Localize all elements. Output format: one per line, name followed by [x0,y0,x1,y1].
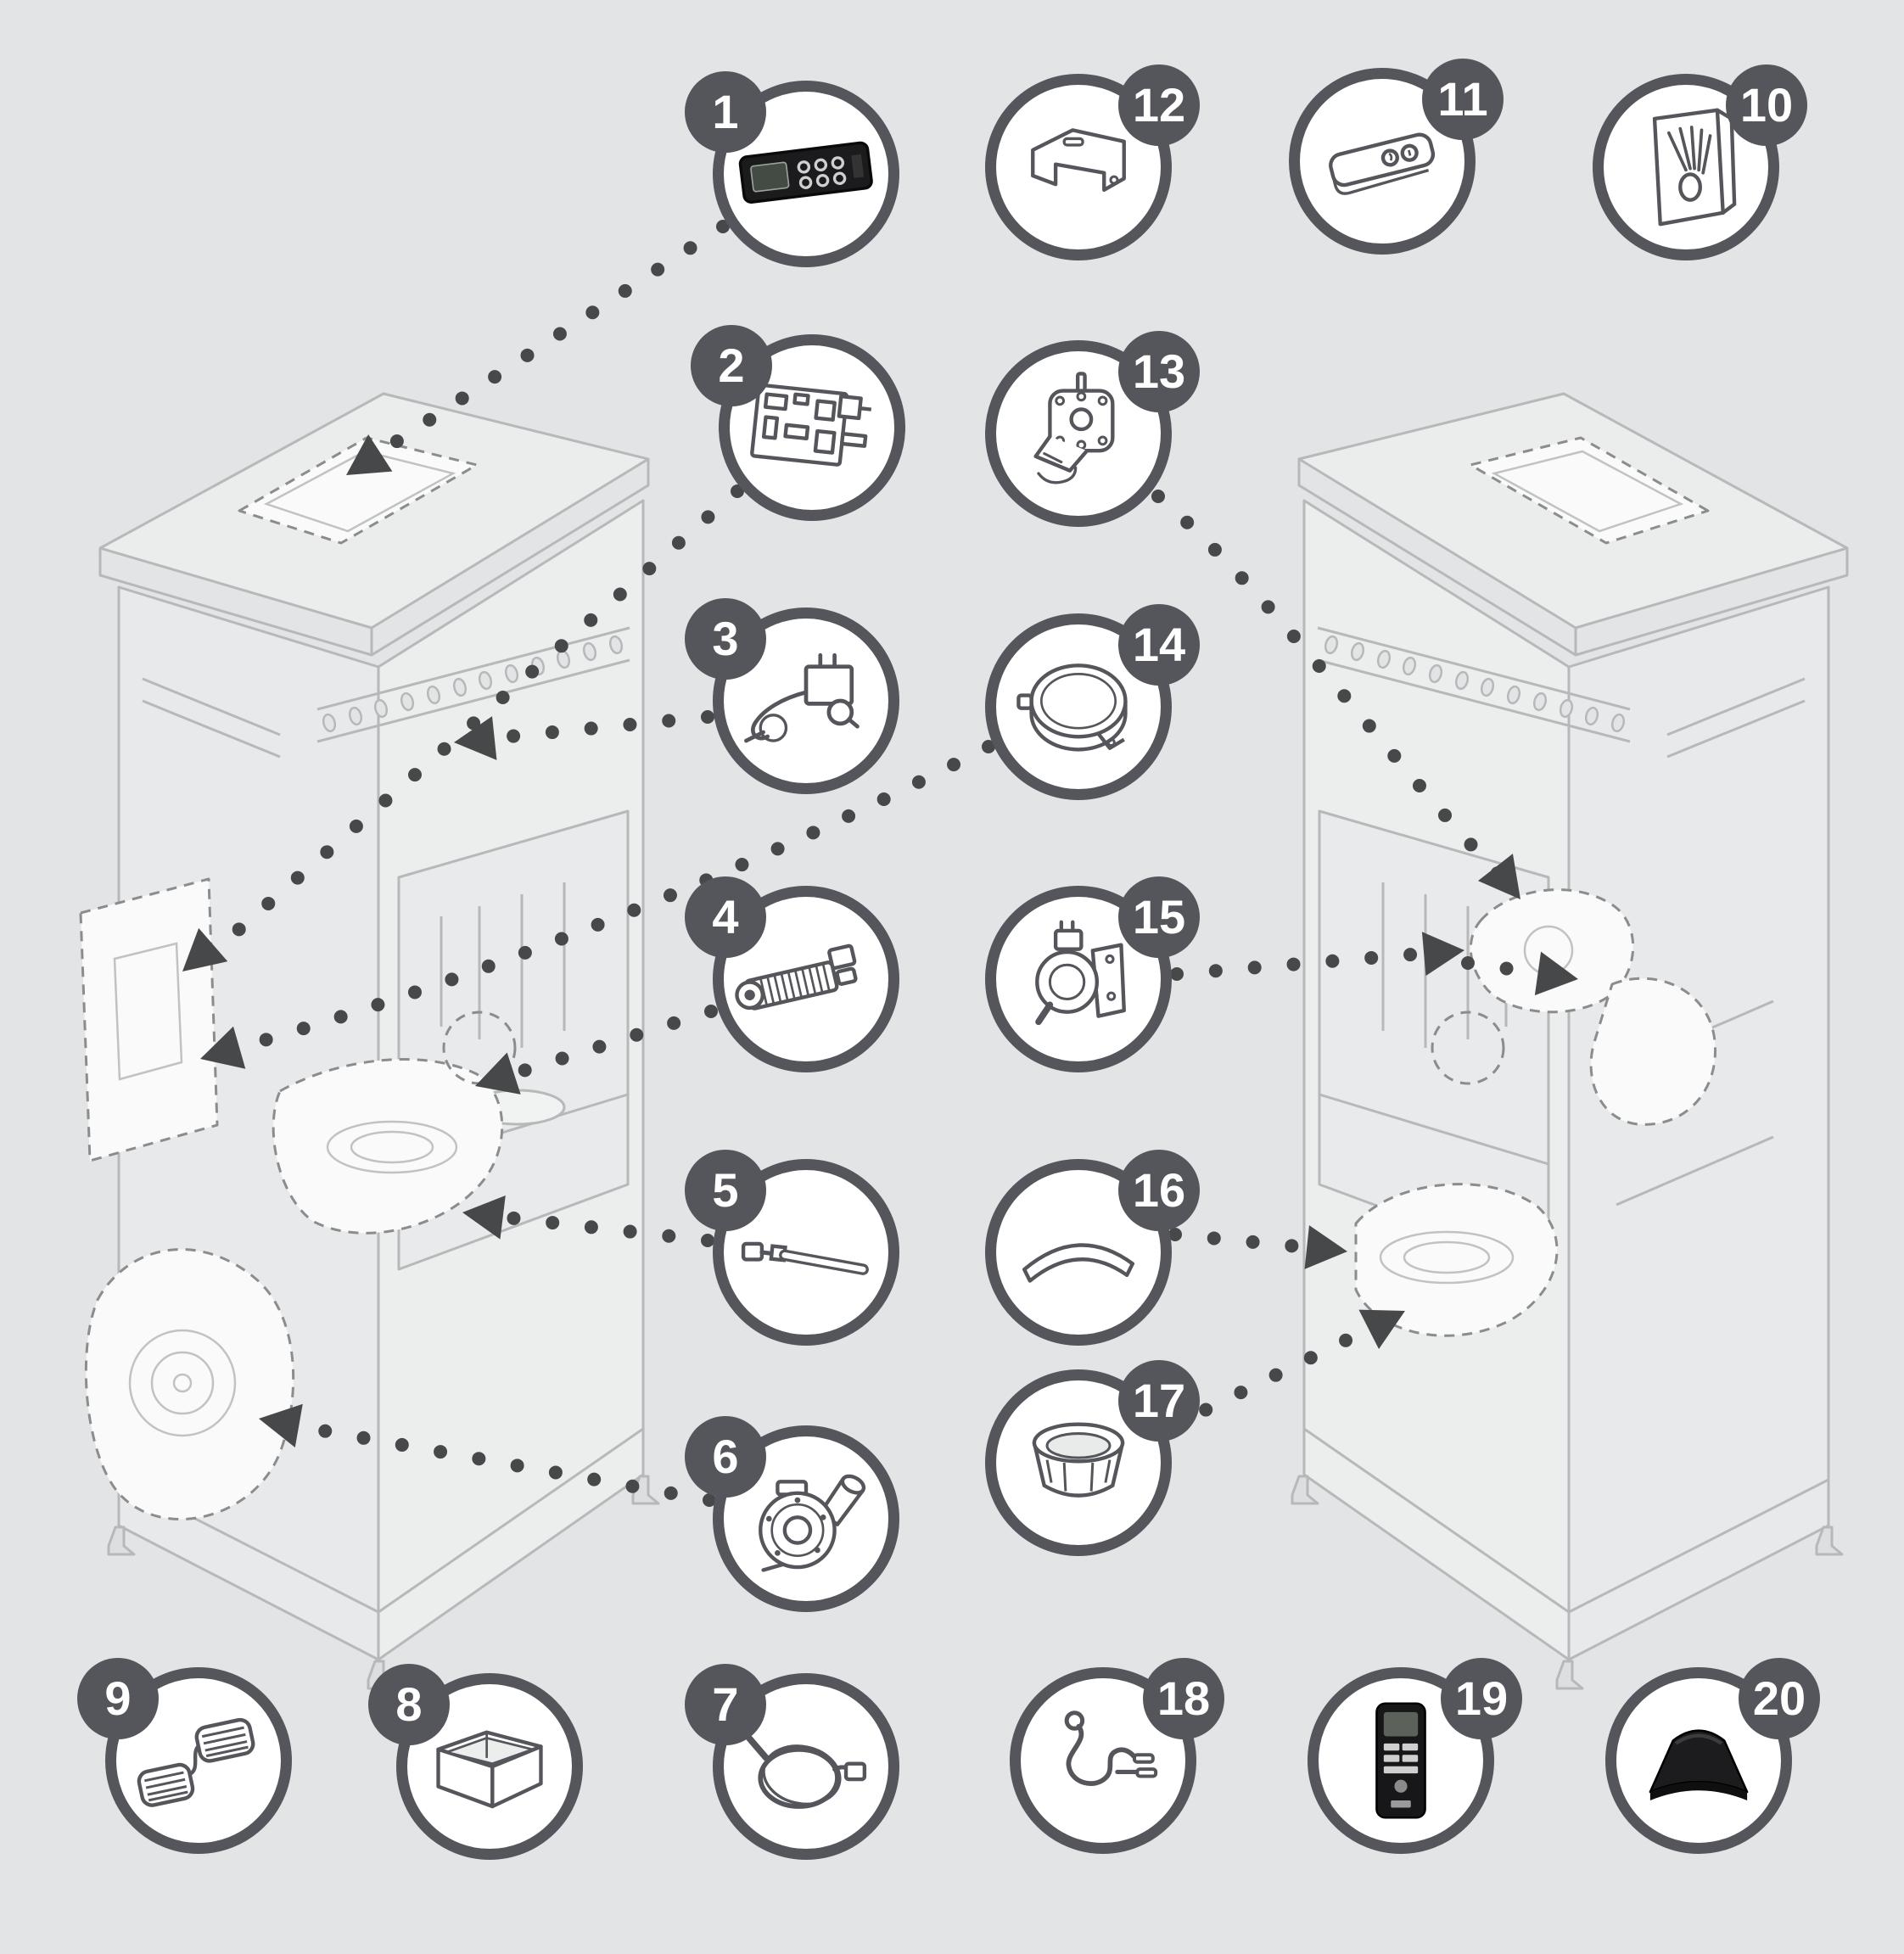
part-19-callout: 19 [1308,1658,1522,1854]
temperature-probe-cable-icon [745,1734,867,1809]
arrow-5 [462,1195,506,1240]
part-13-number-badge: 13 [1118,331,1200,412]
decorative-side-panel-icon [1652,108,1737,227]
arrow-16 [1304,1225,1347,1269]
tangential-fan-icon [735,943,858,1011]
part-14-callout: 14 [985,604,1200,800]
connector-dots [197,220,1564,1507]
part-15-number-badge: 15 [1118,876,1200,958]
dotted-line-1 [358,220,730,469]
part-15-callout: 15 [985,876,1200,1072]
left-vent-holes [322,635,624,733]
right-stove-drawing [1291,392,1849,1690]
part-11-callout: 11 [1289,59,1504,255]
right-stove-highlight-details [1379,450,1684,1285]
arrow-15a [1421,932,1464,977]
dotted-line-2 [197,484,744,967]
part-3-number-badge: 3 [685,598,766,680]
cover-bracket-icon [1031,128,1126,193]
right-vent-holes [1324,635,1626,733]
control-panel-icon [738,141,873,204]
arrow-15b [1534,951,1578,996]
heating-element-grid-icon [137,1717,255,1807]
part-5-callout: 5 [685,1150,899,1346]
arrow-14 [200,1026,246,1069]
part-14-number-badge: 14 [1118,604,1200,686]
ignition-wire-icon [1064,1710,1158,1786]
part-1-number-badge: 1 [685,71,766,153]
part-5-number-badge: 5 [685,1150,766,1231]
arrow-4 [475,1052,521,1095]
part-9-callout: 9 [77,1658,292,1854]
right-stove-highlights [1354,436,1716,1337]
dotted-line-16 [1168,1228,1330,1256]
hopper-box-icon [436,1730,543,1809]
smoke-extractor-fan-icon [759,1474,866,1572]
left-stove-highlights [79,436,517,1520]
connector-arrows [182,434,1578,1447]
arrow-13 [1477,854,1520,899]
arrow-1 [346,434,393,475]
part-13-callout: 13 [985,331,1200,527]
part-2-callout: 2 [691,325,905,521]
white-remote-control-icon [1329,132,1436,195]
part-20-callout: 20 [1605,1658,1820,1854]
black-remote-control-icon [1375,1702,1426,1819]
dotted-line-4 [490,1005,718,1086]
thermostat-icon [744,652,860,743]
part-11-number-badge: 11 [1422,59,1504,140]
part-9-number-badge: 9 [77,1658,159,1739]
part-16-number-badge: 16 [1118,1150,1200,1231]
part-4-callout: 4 [685,876,899,1072]
dotted-line-15a [1170,945,1449,981]
part-6-number-badge: 6 [685,1416,766,1498]
part-7-callout: 7 [685,1664,899,1860]
auger-gear-motor-icon [1033,372,1115,484]
burn-pot-icon [1032,1422,1125,1498]
part-6-callout: 6 [685,1416,899,1612]
rubber-wedge-foot-icon [1649,1729,1749,1801]
left-stove-highlight-details [113,450,458,1437]
dotted-line-5 [479,1208,714,1247]
dotted-line-14 [216,740,995,1059]
part-17-number-badge: 17 [1118,1360,1200,1442]
circuit-board-icon [750,383,872,467]
part-18-callout: 18 [1010,1658,1224,1854]
part-4-number-badge: 4 [685,876,766,958]
dotted-line-3 [468,710,714,747]
part-18-number-badge: 18 [1143,1658,1224,1739]
pressure-diaphragm-icon [1016,663,1128,752]
dotted-line-6 [277,1417,716,1507]
dotted-line-17 [1164,1315,1390,1434]
igniter-rod-icon [741,1241,869,1275]
part-19-number-badge: 19 [1441,1658,1522,1739]
arrow-17 [1358,1309,1405,1349]
part-10-number-badge: 10 [1726,64,1807,146]
part-10-callout: 10 [1593,64,1807,260]
glass-deflector-icon [1022,1243,1135,1283]
pressure-switch-icon [1035,920,1126,1026]
arrow-2 [182,927,228,971]
part-20-number-badge: 20 [1739,1658,1820,1739]
part-12-number-badge: 12 [1118,64,1200,146]
arrow-6 [259,1403,303,1447]
part-8-number-badge: 8 [368,1664,450,1745]
part-17-callout: 17 [985,1360,1200,1556]
part-3-callout: 3 [685,598,899,794]
part-8-callout: 8 [368,1664,583,1860]
part-7-number-badge: 7 [685,1664,766,1745]
part-12-callout: 12 [985,64,1200,260]
part-16-callout: 16 [985,1150,1200,1346]
part-1-callout: 1 [685,71,899,267]
part-2-number-badge: 2 [691,325,772,406]
arrow-3 [454,716,497,760]
